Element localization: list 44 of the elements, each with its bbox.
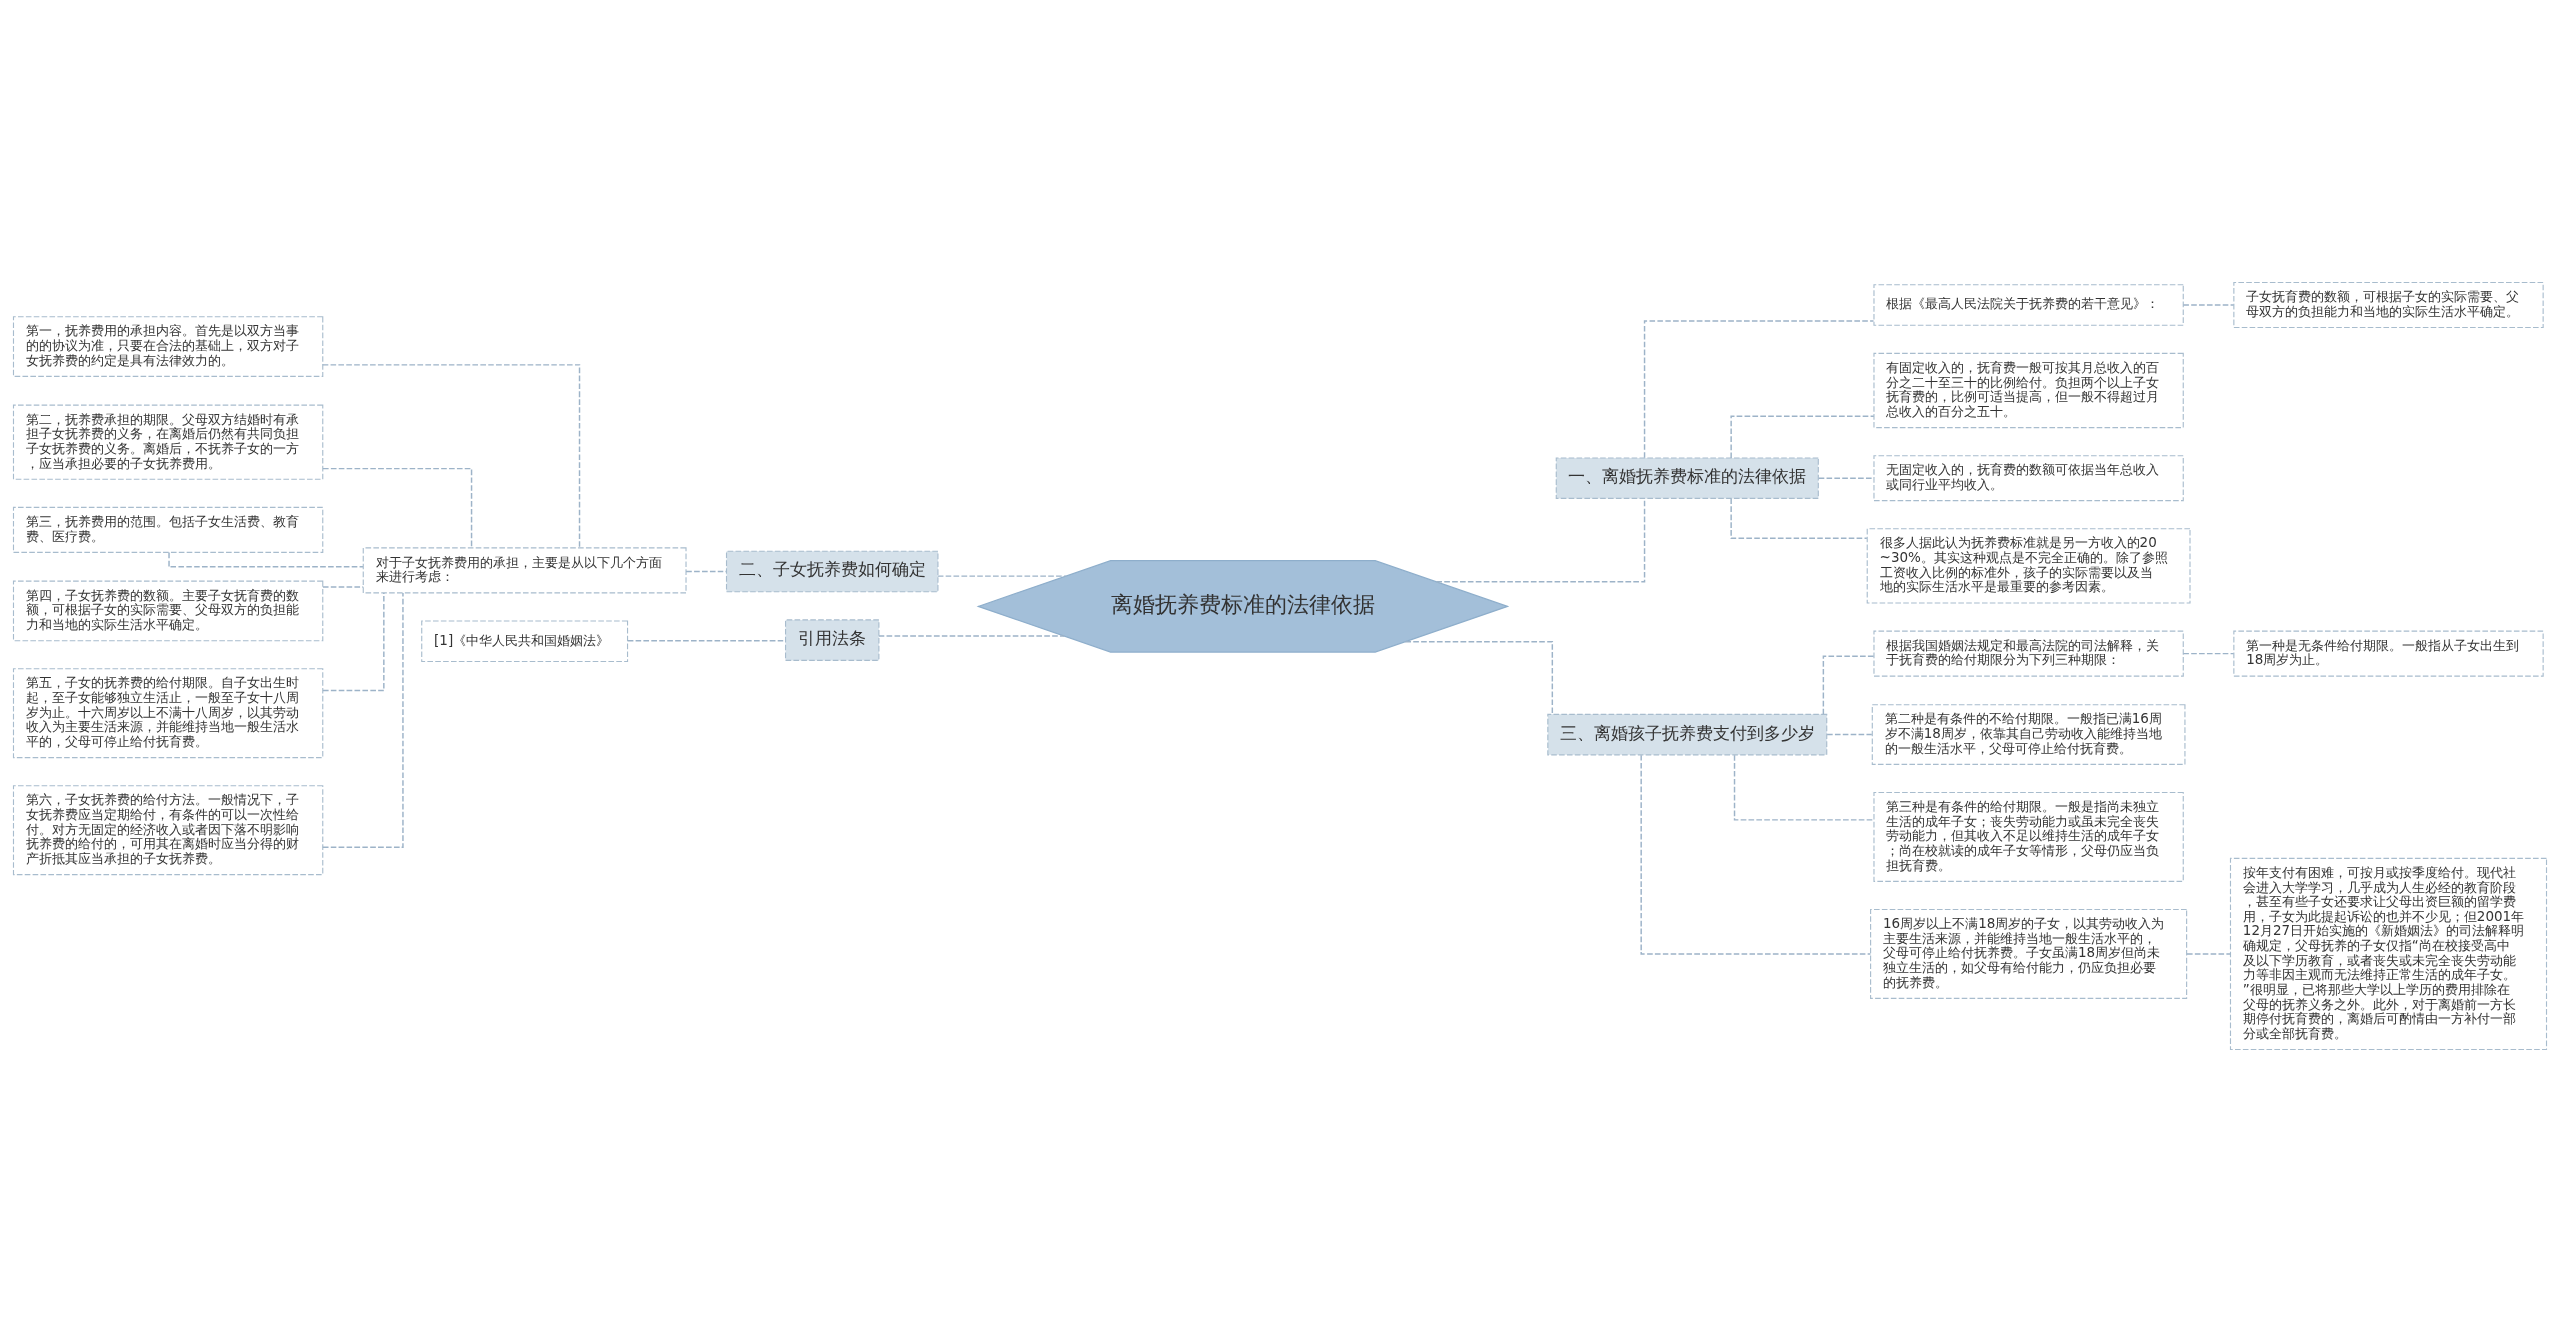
connector (1730, 497, 1868, 539)
connector (685, 570, 728, 572)
node-box: 一、离婚抚养费标准的法律依据 (1555, 456, 1819, 499)
connector (322, 363, 581, 548)
connector (878, 634, 1065, 637)
node-box: 第三种是有条件的给付期限。一般是指尚未独立生活的成年子女；丧失劳动能力或虽未完全丧失劳动能力，但其收入不足以维持生活的成年子女；尚在校就读的成年子女等情形，父母仍应当负担抚育费。 (1873, 791, 2184, 882)
connector (322, 591, 385, 691)
node-box: 无固定收入的，抚育费的数额可依据当年总收入或同行业平均收入。 (1873, 454, 2184, 501)
connector (322, 591, 404, 848)
connector (1640, 754, 1872, 955)
node-box: 第二，抚养费承担的期限。父母双方结婚时有承担子女抚养费的义务，在离婚后仍然有共同负担子女抚养费的义务。离婚后，不抚养子女的一方，应当承担必要的子女抚养费用。 (12, 404, 324, 480)
node-box: 第五，子女的抚养费的给付期限。自子女出生时起，至子女能够独立生活止，一般至子女十八周岁为止。十六周岁以上不满十八周岁，以其劳动收入为主要生活来源，并能维持当地一般生活水平的，父母可停止给付抚育费。 (12, 667, 324, 758)
node-box: 有固定收入的，抚育费一般可按其月总收入的百分之二十至三十的比例给付。负担两个以上子女抚育费的，比例可适当提高，但一般不得超过月总收入的百分之五十。 (1873, 352, 2184, 428)
node-box: 第一种是无条件给付期限。一般指从子女出生到18周岁为止。 (2233, 630, 2544, 677)
node-box: 第三，抚养费用的范围。包括子女生活费、教育费、医疗费。 (12, 506, 324, 553)
connector (1822, 655, 1875, 715)
node-box: 按年支付有困难，可按月或按季度给付。现代社会进入大学学习，几乎成为人生必经的教育阶段，甚至有些子女还要求让父母出资巨额的留学费用，子女为此提起诉讼的也并不少见；但2001年12月27日开始实施的《新婚姻法》的司法解释明确规定，父母抚养的子女仅指“尚在校接受高中及以下学历教育，或者丧失或未完全丧失劳动能力等非因主观而无法维持正常生活的成年子女。”很明显，已将那些大学以上学历的费用排除在父母的抚养义务之外。此外，对于离婚前一方长期停付抚育费的，离婚后可酌情由一方补付一部分或全部抚育费。 (2229, 857, 2548, 1050)
node-box: 子女抚育费的数额，可根据子女的实际需要、父母双方的负担能力和当地的实际生活水平确定。 (2233, 281, 2544, 328)
connector (1404, 640, 1554, 715)
node-box: 根据《最高人民法院关于抚养费的若干意见》： (1873, 283, 2184, 326)
node-box: 第一，抚养费用的承担内容。首先是以双方当事的的协议为准，只要在合法的基础上，双方对子女抚养费的约定是具有法律效力的。 (12, 315, 324, 377)
connector (1733, 754, 1875, 821)
node-box: 很多人据此认为抚养费标准就是另一方收入的20~30%。其实这种观点是不完全正确的。除了参照工资收入比例的标准外，孩子的实际需要以及当地的实际生活水平是最重要的参考因素。 (1866, 527, 2191, 604)
node-box: 对于子女抚养费用的承担，主要是从以下几个方面来进行考虑： (362, 546, 687, 593)
connector (2182, 652, 2235, 654)
node-box: 第六，子女抚养费的给付方法。一般情况下，子女抚养费应当定期给付，有条件的可以一次性给付。对方无固定的经济收入或者因下落不明影响抚养费的给付的，可用其在离婚时应当分得的财产折抵其应当承担的子女抚养费。 (12, 784, 324, 875)
connector (1643, 319, 1875, 458)
node-box: 引用法条 (785, 618, 880, 661)
connector (1730, 415, 1875, 459)
node-box: 二、子女抚养费如何确定 (725, 550, 939, 592)
connector (1826, 733, 1873, 735)
connector (2186, 952, 2232, 955)
node-box: 第四，子女抚养费的数额。主要子女抚育费的数额，可根据子女的实际需要、父母双方的负担能力和当地的实际生活水平确定。 (12, 580, 324, 641)
connector (1818, 476, 1875, 479)
connector (627, 639, 786, 641)
connector (2182, 303, 2235, 306)
node-box: [1]《中华人民共和国婚姻法》 (421, 619, 629, 662)
node-box: 三、离婚孩子抚养费支付到多少岁 (1547, 713, 1828, 755)
node-box: 根据我国婚姻法规定和最高法院的司法解释，关于抚育费的给付期限分为下列三种期限： (1873, 630, 2184, 677)
connector (322, 467, 473, 549)
connector (322, 585, 364, 588)
node-box: 第二种是有条件的不给付期限。一般指已满16周岁不满18周岁，依靠其自己劳动收入能维持当地的一般生活水平，父母可停止给付抚育费。 (1871, 703, 2186, 765)
node-box: 16周岁以上不满18周岁的子女，以其劳动收入为主要生活来源，并能维持当地一般生活水平的，父母可停止给付抚养费。子女虽满18周岁但尚未独立生活的，如父母有给付能力，仍应负担必要的抚养费。 (1870, 908, 2188, 999)
connector (937, 574, 1067, 577)
